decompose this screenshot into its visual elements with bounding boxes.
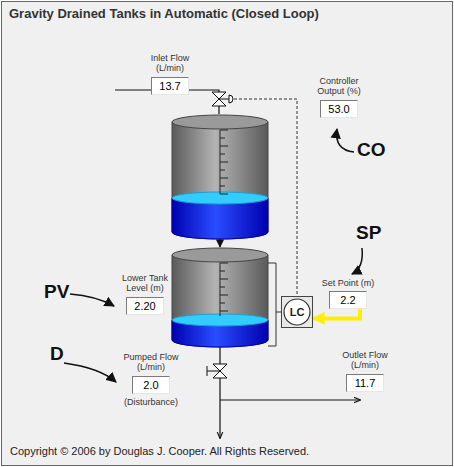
inlet-valve — [219, 99, 229, 100]
callout-arrow — [70, 294, 114, 306]
drain-arrow — [219, 239, 220, 247]
setpoint-signal — [313, 309, 360, 318]
lower-tank — [172, 248, 268, 262]
display-label: Inlet Flow (L/min) — [139, 53, 201, 74]
level-scale — [220, 186, 225, 187]
lower-tank — [172, 255, 268, 347]
pump-valve — [213, 371, 227, 378]
value-display: Outlet Flow (L/min) 11.7 — [335, 350, 395, 392]
callout-arrow — [64, 129, 362, 382]
drain-arrow — [219, 239, 220, 247]
display-note: (Disturbance) — [124, 397, 178, 408]
level-scale — [220, 279, 228, 280]
display-value: 11.7 — [346, 374, 384, 392]
title: Gravity Drained Tanks in Automatic (Clos… — [9, 6, 319, 21]
display-label: Lower Tank Level (m) — [116, 273, 174, 294]
level-bracket — [268, 263, 281, 346]
upper-tank — [172, 122, 268, 239]
level-scale — [220, 130, 228, 131]
level-scale — [220, 178, 228, 179]
outlet-pipe — [219, 347, 220, 438]
value-display: Controller Output (%) 53.0 — [310, 76, 368, 118]
callout-letter: PV — [44, 281, 69, 303]
inlet-valve — [212, 92, 226, 99]
inlet-valve — [229, 95, 233, 103]
outlet-pipe — [220, 347, 360, 438]
level-scale — [220, 303, 225, 304]
callout-arrow — [337, 129, 354, 152]
inlet-valve — [212, 99, 226, 106]
level-scale — [220, 170, 225, 171]
controller-symbol: LC — [281, 296, 313, 328]
callout-arrow — [352, 248, 362, 274]
display-value: 2.20 — [126, 297, 164, 315]
display-label: Controller Output (%) — [310, 76, 368, 97]
level-scale — [220, 146, 228, 147]
callout-arrow — [64, 363, 116, 382]
value-display: Pumped Flow (L/min) 2.0 (Disturbance) — [119, 352, 183, 407]
lower-tank — [172, 248, 268, 347]
level-scale — [220, 130, 228, 194]
upper-tank — [172, 115, 268, 129]
value-display: Inlet Flow (L/min) 13.7 — [139, 53, 201, 95]
level-scale — [220, 194, 228, 195]
copyright-note: Copyright © 2006 by Douglas J. Cooper. A… — [10, 445, 309, 457]
upper-tank — [172, 115, 268, 239]
value-display: Lower Tank Level (m) 2.20 — [116, 273, 174, 315]
pump-valve — [207, 364, 227, 378]
level-scale — [220, 162, 228, 163]
level-scale — [220, 263, 228, 264]
display-label: Set Point (m) — [322, 278, 375, 288]
upper-tank — [172, 192, 268, 204]
display-value: 2.0 — [132, 376, 170, 394]
value-display: Set Point (m) 2.2 — [314, 278, 382, 309]
display-value: 2.2 — [329, 291, 367, 309]
pump-valve — [207, 366, 208, 376]
controller-circle — [284, 299, 310, 325]
level-bracket — [268, 263, 276, 346]
display-label: Pumped Flow (L/min) — [119, 352, 183, 373]
level-scale — [220, 287, 225, 288]
level-scale — [220, 311, 228, 312]
callout-letter: CO — [357, 139, 386, 161]
level-scale — [220, 295, 228, 296]
display-label: Outlet Flow (L/min) — [335, 350, 395, 371]
inlet-valve — [212, 92, 233, 106]
display-value: 53.0 — [320, 100, 358, 118]
outlet-pipe — [220, 399, 360, 400]
pump-valve — [213, 364, 227, 371]
display-value: 13.7 — [151, 77, 189, 95]
level-scale — [220, 263, 228, 316]
callout-letter: SP — [356, 222, 381, 244]
level-scale — [220, 154, 225, 155]
level-scale — [220, 138, 225, 139]
callout-letter: D — [50, 343, 64, 365]
pump-valve — [207, 371, 220, 372]
controller-tag: LC — [290, 306, 305, 318]
level-scale — [220, 271, 225, 272]
